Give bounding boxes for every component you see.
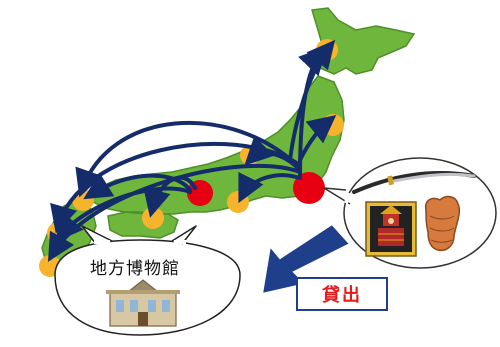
museum-label: 地方博物館 [90, 259, 180, 279]
katana-icon [352, 171, 476, 194]
samurai-armor-icon [365, 201, 417, 257]
loan-big-arrow [260, 222, 352, 296]
loan-arrows [47, 39, 337, 262]
loan-label: 貸出 [296, 277, 388, 311]
major-museum-dot-east [293, 172, 325, 204]
clay-pot-icon [424, 195, 461, 252]
museum-building-icon [106, 279, 180, 327]
